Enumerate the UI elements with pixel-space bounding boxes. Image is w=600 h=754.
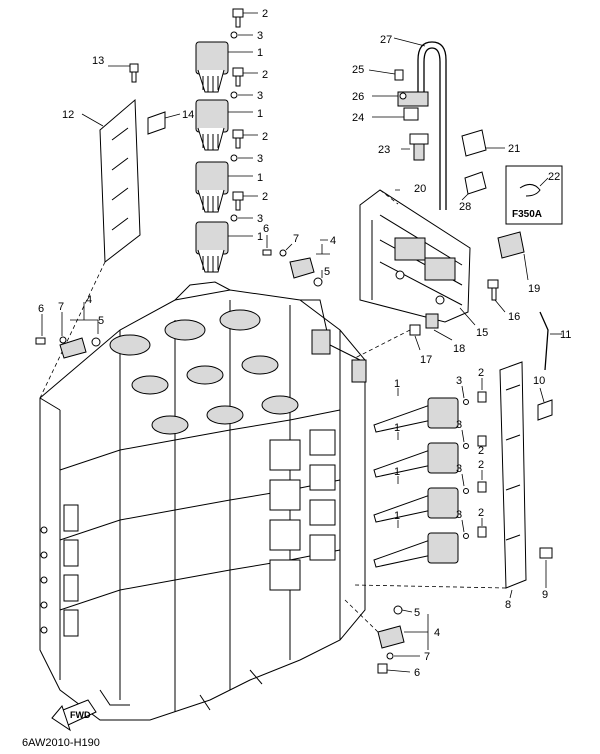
callout: 3 [456, 509, 462, 521]
callout: 1 [394, 510, 400, 522]
callout: 7 [58, 301, 64, 313]
ignition-coil [195, 221, 229, 273]
fwd-arrow: FWD [51, 699, 97, 732]
coil-rail [354, 361, 553, 599]
callout: 27 [380, 34, 392, 46]
coil-bolt [232, 67, 244, 87]
callout: 23 [378, 144, 390, 156]
callout: 2 [262, 131, 268, 143]
callout: 7 [293, 233, 299, 245]
callout: 15 [476, 327, 488, 339]
callout: 5 [324, 266, 330, 278]
callout: 7 [424, 651, 430, 663]
callout: 12 [62, 109, 74, 121]
cable-strap [539, 311, 562, 371]
callout: 2 [478, 507, 484, 519]
callout: 24 [352, 112, 364, 124]
grommet-parts [354, 313, 453, 359]
lower-ignition-coils [373, 378, 487, 568]
cam-position-sensor [262, 235, 330, 287]
callout: 3 [257, 153, 263, 165]
callout: 1 [394, 378, 400, 390]
callout: 10 [533, 375, 545, 387]
callout: 4 [86, 294, 92, 306]
callout: 28 [459, 201, 471, 213]
callout: 1 [257, 172, 263, 184]
callout: 3 [456, 375, 462, 387]
ignition-coil [195, 99, 229, 151]
coil-bolt [232, 191, 244, 211]
callout: 2 [262, 191, 268, 203]
ignition-coil [195, 41, 229, 93]
fwd-label: FWD [70, 710, 91, 720]
electrical-bracket [359, 189, 529, 326]
callout: 13 [92, 55, 104, 67]
callout: 3 [257, 213, 263, 225]
callout: 16 [508, 311, 520, 323]
coil-bolt [232, 8, 244, 28]
callout: 2 [262, 8, 268, 20]
ignition-coil [373, 532, 459, 568]
callout: 25 [352, 64, 364, 76]
callout: 6 [38, 303, 44, 315]
callout: 14 [182, 109, 194, 121]
callout: 19 [528, 283, 540, 295]
coil-bolt [232, 129, 244, 149]
callout: 1 [257, 108, 263, 120]
callout: 3 [257, 90, 263, 102]
callout: 4 [434, 627, 440, 639]
variant-inset: 22 F350A [505, 165, 563, 225]
callout: 9 [542, 589, 548, 601]
callout: 8 [505, 599, 511, 611]
callout: 17 [420, 354, 432, 366]
callout: 2 [478, 459, 484, 471]
ignition-coil [373, 397, 459, 433]
coil-bracket [39, 63, 181, 399]
callout: 5 [98, 315, 104, 327]
ignition-coil [373, 487, 459, 523]
diagram-code: 6AW2010-H190 [22, 737, 100, 749]
callout: 6 [414, 667, 420, 679]
callout: 21 [508, 143, 520, 155]
callout: 1 [394, 466, 400, 478]
cylinder-block [39, 281, 367, 721]
callout: 11 [560, 329, 571, 341]
callout: 1 [257, 47, 263, 59]
inset-label: F350A [512, 209, 542, 220]
callout: 20 [414, 183, 426, 195]
ignition-coil [195, 161, 229, 213]
callout: 3 [456, 463, 462, 475]
callout: 3 [257, 30, 263, 42]
callout: 22 [548, 171, 560, 183]
pressure-hose-assembly [368, 37, 505, 210]
callout: 1 [257, 231, 263, 243]
callout: 4 [330, 235, 336, 247]
callout: 2 [478, 445, 484, 457]
callout: 5 [414, 607, 420, 619]
callout: 2 [478, 367, 484, 379]
callout: 2 [262, 69, 268, 81]
lower-sensor [344, 599, 429, 674]
callout: 26 [352, 91, 364, 103]
callout: 1 [394, 422, 400, 434]
upper-ignition-coils [195, 8, 258, 273]
crank-position-sensor [35, 302, 101, 359]
callout: 18 [453, 343, 465, 355]
callout: 3 [456, 419, 462, 431]
ignition-coil [373, 442, 459, 478]
callout: 6 [263, 223, 269, 235]
